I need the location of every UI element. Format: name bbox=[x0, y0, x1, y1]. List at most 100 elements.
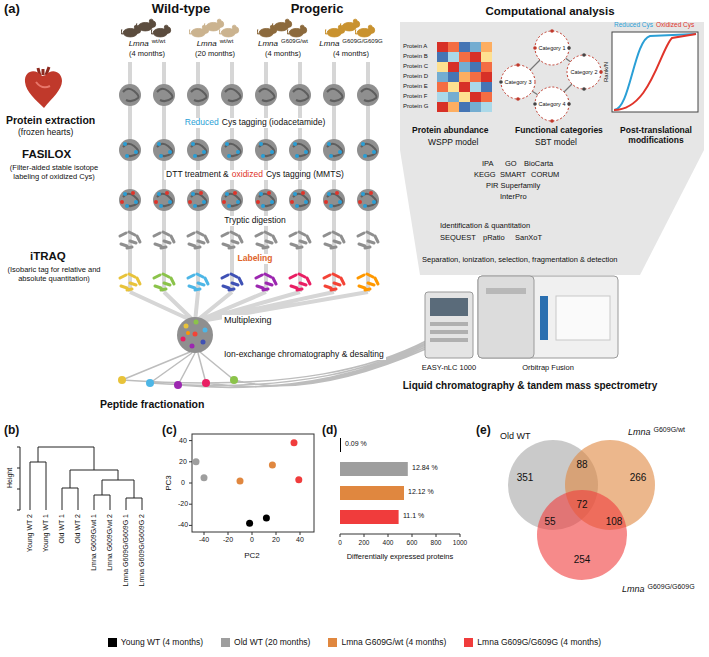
art-rect bbox=[340, 438, 341, 452]
art-path bbox=[25, 71, 62, 108]
art-use bbox=[221, 84, 243, 106]
axis-title: PC2 bbox=[244, 551, 260, 560]
art-g bbox=[437, 42, 492, 112]
art-rect bbox=[459, 82, 470, 92]
heatmap-row-label: Protein E bbox=[403, 83, 428, 90]
group-heading: Progeric bbox=[291, 2, 344, 17]
art-use bbox=[120, 232, 140, 248]
art-rect bbox=[437, 82, 448, 92]
step-keyword: oxidized bbox=[232, 170, 263, 180]
art-rect bbox=[470, 62, 481, 72]
leaf-label: Lmna G609G/wt 2 bbox=[106, 514, 114, 571]
model-name: SBT model bbox=[535, 138, 577, 148]
art-rect bbox=[448, 62, 459, 72]
art-circle bbox=[501, 65, 535, 99]
art-rect bbox=[430, 298, 468, 316]
art-use bbox=[187, 189, 209, 211]
software-name: SanXoT bbox=[515, 234, 542, 243]
label-line: Lmnawt/wt bbox=[129, 39, 166, 48]
axis-title: Differentially expressed proteins bbox=[347, 553, 454, 562]
art-g bbox=[122, 340, 428, 387]
art-rect bbox=[481, 102, 492, 112]
set-count: 266 bbox=[630, 472, 647, 484]
step-label: Tryptic digestion bbox=[222, 216, 288, 226]
set-count: 88 bbox=[576, 459, 587, 471]
art-use bbox=[136, 19, 155, 31]
series-label: Reduced Cys bbox=[614, 21, 653, 28]
age-label: (4 months) bbox=[129, 50, 165, 59]
category-label: Category 2 bbox=[571, 69, 598, 75]
art-circle bbox=[230, 376, 238, 384]
art-g bbox=[119, 84, 379, 290]
step-label: Ion-exchange chromatography & desalting bbox=[222, 350, 386, 360]
art-use bbox=[323, 84, 345, 106]
tick-label: 40 bbox=[296, 536, 304, 544]
art-use bbox=[323, 139, 345, 161]
art-circle bbox=[599, 70, 603, 74]
leaf-label: Young WT 2 bbox=[26, 514, 34, 552]
legend-text: Lmna G609G/G609G (4 months) bbox=[477, 637, 601, 647]
heatmap-row-label: Protein B bbox=[403, 53, 428, 60]
label-line: DTT treatment &oxidizedCys tagging (MMTS… bbox=[164, 170, 346, 180]
art-rect bbox=[437, 42, 448, 52]
art-rect bbox=[481, 82, 492, 92]
art-g bbox=[130, 62, 368, 322]
label-line: Lmnawt/wt bbox=[197, 39, 234, 48]
tick-label: -20 bbox=[223, 536, 233, 544]
art-circle bbox=[263, 515, 270, 522]
art-use bbox=[340, 19, 359, 31]
art-rect bbox=[470, 92, 481, 102]
art-use bbox=[154, 274, 174, 290]
art-rect bbox=[459, 42, 470, 52]
age-label: (4 months) bbox=[333, 50, 369, 59]
art-rect bbox=[430, 330, 468, 334]
art-rect bbox=[556, 296, 610, 340]
art-path bbox=[102, 480, 134, 498]
model-name: WSPP model bbox=[428, 138, 478, 148]
art-path bbox=[122, 352, 234, 385]
tick-label: 200 bbox=[359, 539, 370, 546]
analysis-title: Post-translational modifications bbox=[612, 126, 700, 146]
legend-text: Lmna G609G/wt (4 months) bbox=[341, 637, 446, 647]
category-label: Category 4 bbox=[539, 101, 566, 107]
heatmap-row-label: Protein C bbox=[403, 63, 428, 70]
panel-letter: (d) bbox=[322, 424, 337, 438]
art-circle bbox=[203, 328, 208, 333]
genotype: G609G/wt bbox=[281, 38, 308, 45]
legend-swatch bbox=[328, 638, 337, 647]
art-use bbox=[323, 189, 345, 211]
art-rect bbox=[192, 434, 314, 532]
art-circle bbox=[177, 317, 213, 353]
art-path bbox=[614, 34, 696, 110]
art-use bbox=[289, 139, 311, 161]
art-path bbox=[70, 470, 118, 488]
art-rect bbox=[459, 102, 470, 112]
section-title: Computational analysis bbox=[485, 5, 614, 18]
art-use bbox=[120, 274, 140, 290]
art-rect bbox=[437, 92, 448, 102]
step-note: (Filter-aided stable isotope labeling of… bbox=[4, 164, 104, 181]
art-path bbox=[122, 340, 428, 387]
analysis-title: Functional categories bbox=[515, 126, 603, 136]
art-circle bbox=[193, 332, 198, 337]
database-name: GO bbox=[505, 160, 517, 169]
art-path bbox=[38, 447, 94, 470]
leaf-label: Old WT 2 bbox=[74, 514, 82, 543]
category-label: Category 1 bbox=[539, 45, 566, 51]
art-circle bbox=[582, 53, 586, 57]
art-rect bbox=[448, 72, 459, 82]
legend-swatch bbox=[108, 638, 117, 647]
art-circle bbox=[535, 87, 569, 121]
label-line: LmnaG609G/wt bbox=[258, 39, 308, 48]
art-use bbox=[357, 84, 379, 106]
art-rect bbox=[540, 296, 548, 340]
leaf-label: Lmna G609G/G609G 1 bbox=[122, 514, 130, 586]
panel-letter: (b) bbox=[4, 424, 19, 438]
art-path bbox=[189, 441, 300, 535]
art-rect bbox=[470, 42, 481, 52]
tick-label: 600 bbox=[407, 539, 418, 546]
tick-label: 400 bbox=[383, 539, 394, 546]
step-title: iTRAQ bbox=[30, 250, 66, 263]
tick-label: 800 bbox=[431, 539, 442, 546]
